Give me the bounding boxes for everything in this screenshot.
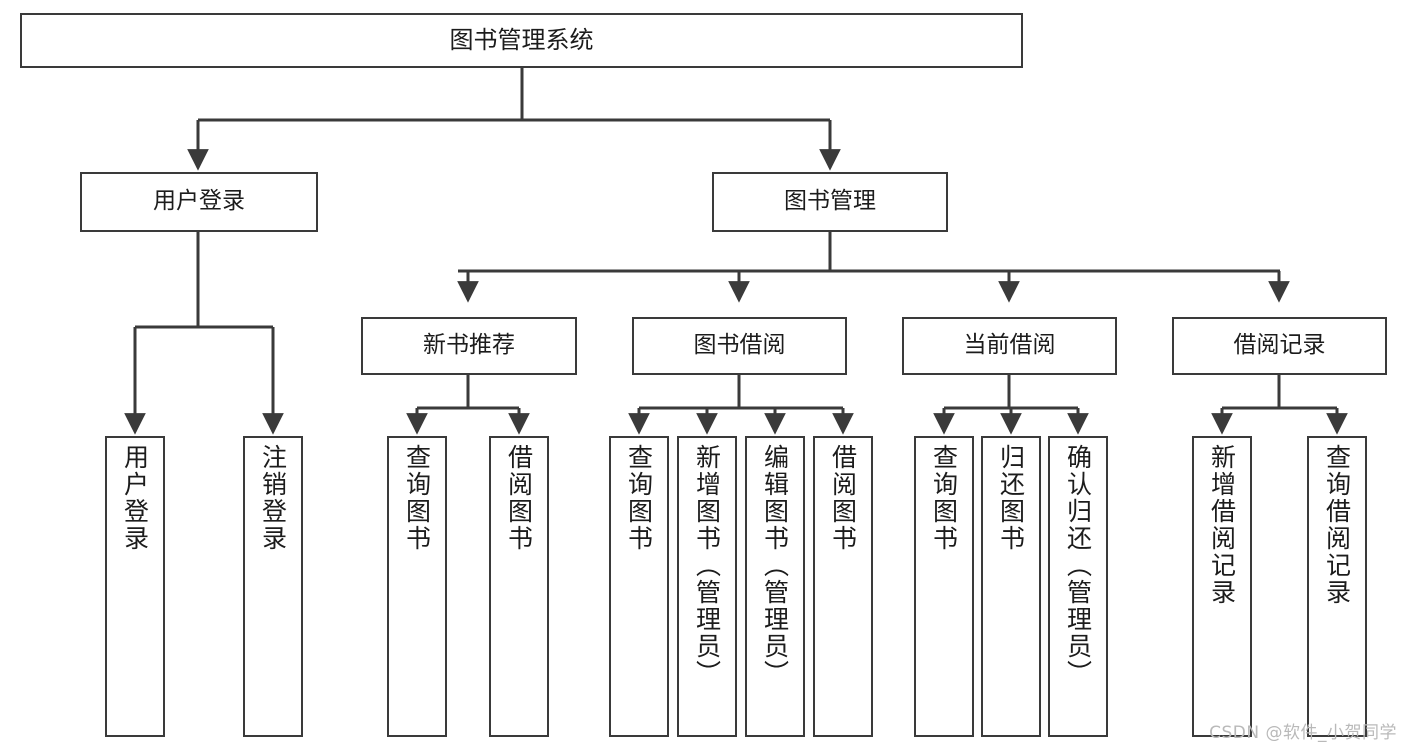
node-leaf-current-borrow-confirm[interactable]: 确认归还（管理员） [1048,436,1108,737]
node-leaf-user-login-logout[interactable]: 注销登录 [243,436,303,737]
node-book-manage[interactable]: 图书管理 [712,172,948,232]
node-leaf-new-book-borrow-label: 借阅图书 [504,444,534,552]
node-root-system[interactable]: 图书管理系统 [20,13,1023,68]
csdn-watermark: CSDN @软件_小贺同学 [1209,723,1397,743]
node-leaf-borrow-record-query[interactable]: 查询借阅记录 [1307,436,1367,737]
node-leaf-book-borrow-query-label: 查询图书 [624,444,654,552]
node-leaf-user-login-login-label: 用户登录 [120,444,150,552]
node-user-login[interactable]: 用户登录 [80,172,318,232]
node-leaf-current-borrow-return[interactable]: 归还图书 [981,436,1041,737]
node-leaf-current-borrow-query[interactable]: 查询图书 [914,436,974,737]
node-leaf-book-borrow-query[interactable]: 查询图书 [609,436,669,737]
node-leaf-current-borrow-query-label: 查询图书 [929,444,959,552]
node-leaf-current-borrow-confirm-label: 确认归还（管理员） [1063,444,1093,687]
node-book-borrow[interactable]: 图书借阅 [632,317,847,375]
node-leaf-new-book-borrow[interactable]: 借阅图书 [489,436,549,737]
node-new-book-recommend-label: 新书推荐 [423,332,515,359]
node-leaf-book-borrow-add-label: 新增图书（管理员） [692,444,722,687]
node-current-borrow-label: 当前借阅 [963,332,1056,359]
node-leaf-user-login-login[interactable]: 用户登录 [105,436,165,737]
node-current-borrow[interactable]: 当前借阅 [902,317,1117,375]
node-leaf-book-borrow-edit[interactable]: 编辑图书（管理员） [745,436,805,737]
node-leaf-book-borrow-borrow[interactable]: 借阅图书 [813,436,873,737]
node-leaf-borrow-record-query-label: 查询借阅记录 [1322,444,1352,606]
node-leaf-current-borrow-return-label: 归还图书 [996,444,1026,552]
node-leaf-book-borrow-edit-label: 编辑图书（管理员） [760,444,790,687]
node-leaf-borrow-record-add-label: 新增借阅记录 [1207,444,1237,606]
node-leaf-user-login-logout-label: 注销登录 [258,444,288,552]
node-leaf-book-borrow-add[interactable]: 新增图书（管理员） [677,436,737,737]
node-borrow-record[interactable]: 借阅记录 [1172,317,1387,375]
node-leaf-borrow-record-add[interactable]: 新增借阅记录 [1192,436,1252,737]
node-leaf-book-borrow-borrow-label: 借阅图书 [828,444,858,552]
node-book-manage-label: 图书管理 [784,188,876,215]
node-new-book-recommend[interactable]: 新书推荐 [361,317,577,375]
node-book-borrow-label: 图书借阅 [693,332,786,359]
node-leaf-new-book-query-label: 查询图书 [402,444,432,552]
node-user-login-label: 用户登录 [153,188,245,215]
node-leaf-new-book-query[interactable]: 查询图书 [387,436,447,737]
node-borrow-record-label: 借阅记录 [1233,332,1326,359]
node-root-system-label: 图书管理系统 [449,26,594,55]
